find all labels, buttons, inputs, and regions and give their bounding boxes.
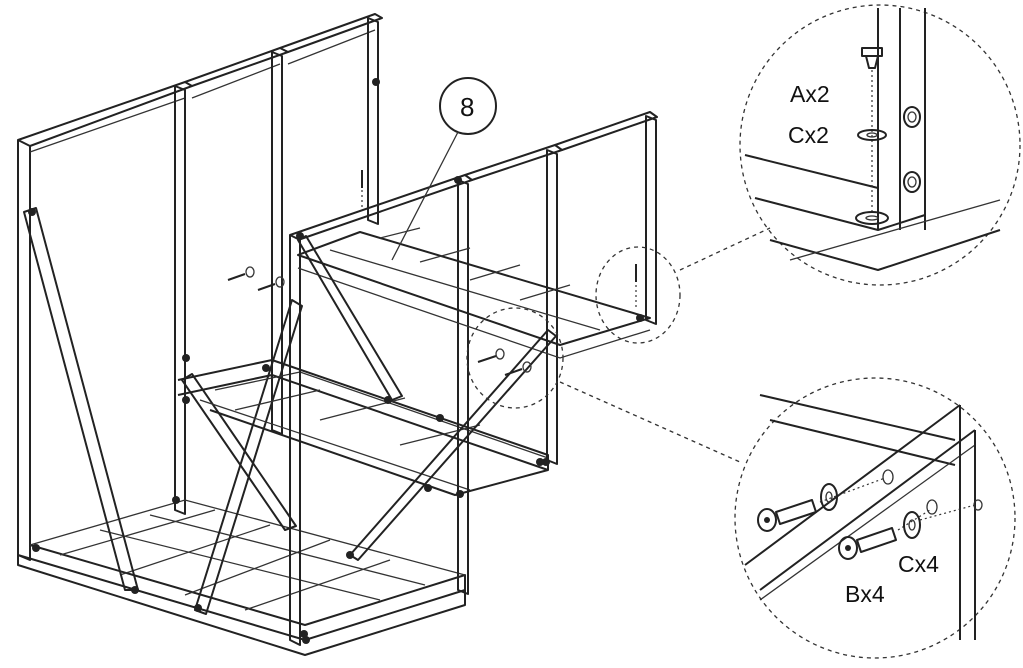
back-frame [17, 13, 550, 656]
callout-bottom-bolt-label: Bx4 [845, 581, 885, 607]
callout-top-washer-label: Cx2 [788, 122, 829, 148]
leader-bottom [559, 381, 741, 463]
callout-bottom: Bx4 Cx4 [734, 377, 1016, 659]
detail-circle-top-small [595, 246, 681, 344]
detail-circle-bottom-small [466, 307, 564, 409]
callout-bottom-washer-label: Cx4 [898, 551, 939, 577]
step-number: 8 [460, 92, 474, 122]
leader-top [679, 227, 771, 271]
inline-bolts [227, 170, 637, 376]
callout-top: Ax2 Cx2 [739, 4, 1021, 286]
callout-top-screw-label: Ax2 [790, 81, 830, 107]
step-marker [391, 77, 497, 261]
front-frame-part-8 [289, 111, 658, 646]
